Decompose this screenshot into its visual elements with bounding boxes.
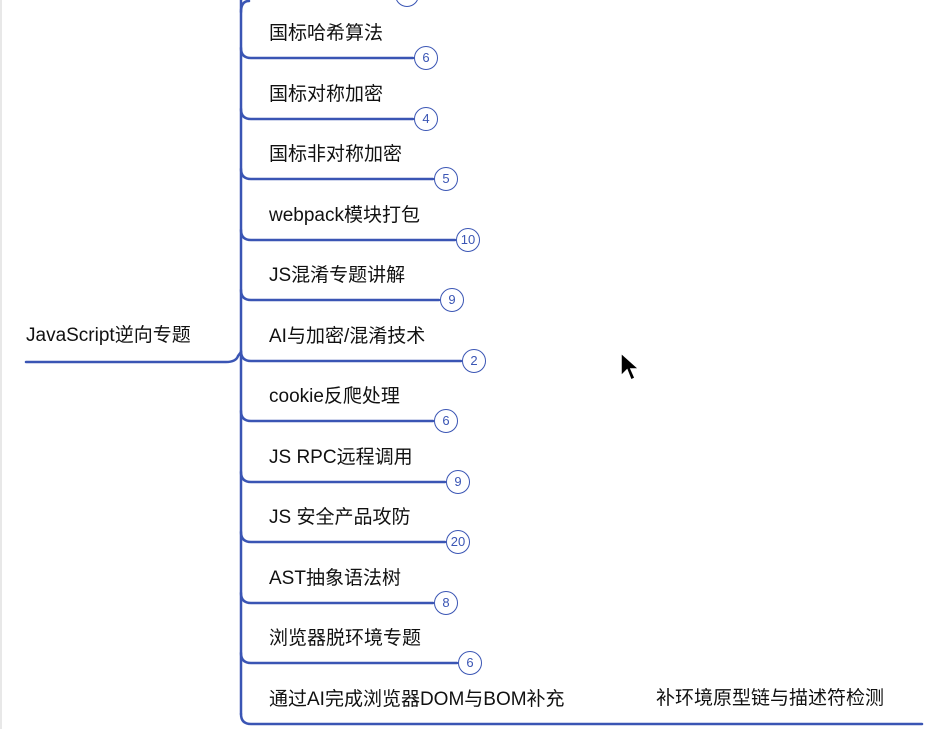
branch-connector (239, 651, 459, 665)
root-underline (24, 350, 243, 364)
branch-top-connector (239, 0, 251, 14)
branch-topic[interactable]: 通过AI完成浏览器DOM与BOM补充 (269, 689, 565, 710)
branch-topic[interactable]: cookie反爬处理 (269, 386, 400, 407)
subtopic-prototype-chain[interactable]: 补环境原型链与描述符检测 (656, 688, 885, 709)
branch-connector (239, 288, 441, 302)
connector-lines (24, 0, 924, 726)
branch-topic[interactable]: AI与加密/混淆技术 (269, 326, 426, 347)
root-topic[interactable]: JavaScript逆向专题 (26, 325, 191, 346)
arrow-cursor-icon (620, 352, 640, 382)
branch-connector (239, 107, 415, 121)
branch-connector (239, 470, 447, 484)
collapsed-count-badge[interactable]: 2 (462, 349, 486, 373)
branch-connector (239, 46, 415, 60)
collapsed-count-badge[interactable]: 6 (458, 651, 482, 675)
collapsed-count-badge[interactable]: 6 (414, 46, 438, 70)
collapsed-count-badge[interactable]: 5 (434, 167, 458, 191)
collapsed-count-badge[interactable]: 9 (440, 288, 464, 312)
branch-topic[interactable]: JS混淆专题讲解 (269, 265, 406, 286)
branch-topic[interactable]: AST抽象语法树 (269, 568, 401, 589)
branch-topic[interactable]: 国标非对称加密 (269, 144, 403, 165)
branch-topic[interactable]: 国标哈希算法 (269, 23, 384, 44)
branch-connector (239, 349, 463, 363)
branch-topic[interactable]: JS 安全产品攻防 (269, 507, 411, 528)
collapsed-count-badge[interactable]: 20 (446, 530, 470, 554)
left-window-edge (0, 0, 2, 729)
branch-topic[interactable]: 浏览器脱环境专题 (269, 628, 422, 649)
collapsed-count-badge[interactable]: 10 (456, 228, 480, 252)
collapsed-count-badge[interactable]: 4 (414, 107, 438, 131)
branch-connector (239, 712, 924, 726)
branch-connector (239, 530, 447, 544)
branch-topic[interactable]: JS RPC远程调用 (269, 447, 413, 468)
collapsed-count-badge[interactable]: 9 (446, 470, 470, 494)
branch-connector (239, 228, 457, 242)
branch-connector (239, 409, 435, 423)
branch-topic[interactable]: webpack模块打包 (269, 205, 420, 226)
collapsed-count-badge[interactable]: 6 (434, 409, 458, 433)
collapsed-count-badge[interactable]: 8 (434, 591, 458, 615)
branch-topic[interactable]: 国标对称加密 (269, 84, 384, 105)
branch-connector (239, 591, 435, 605)
branch-connector (239, 167, 435, 181)
